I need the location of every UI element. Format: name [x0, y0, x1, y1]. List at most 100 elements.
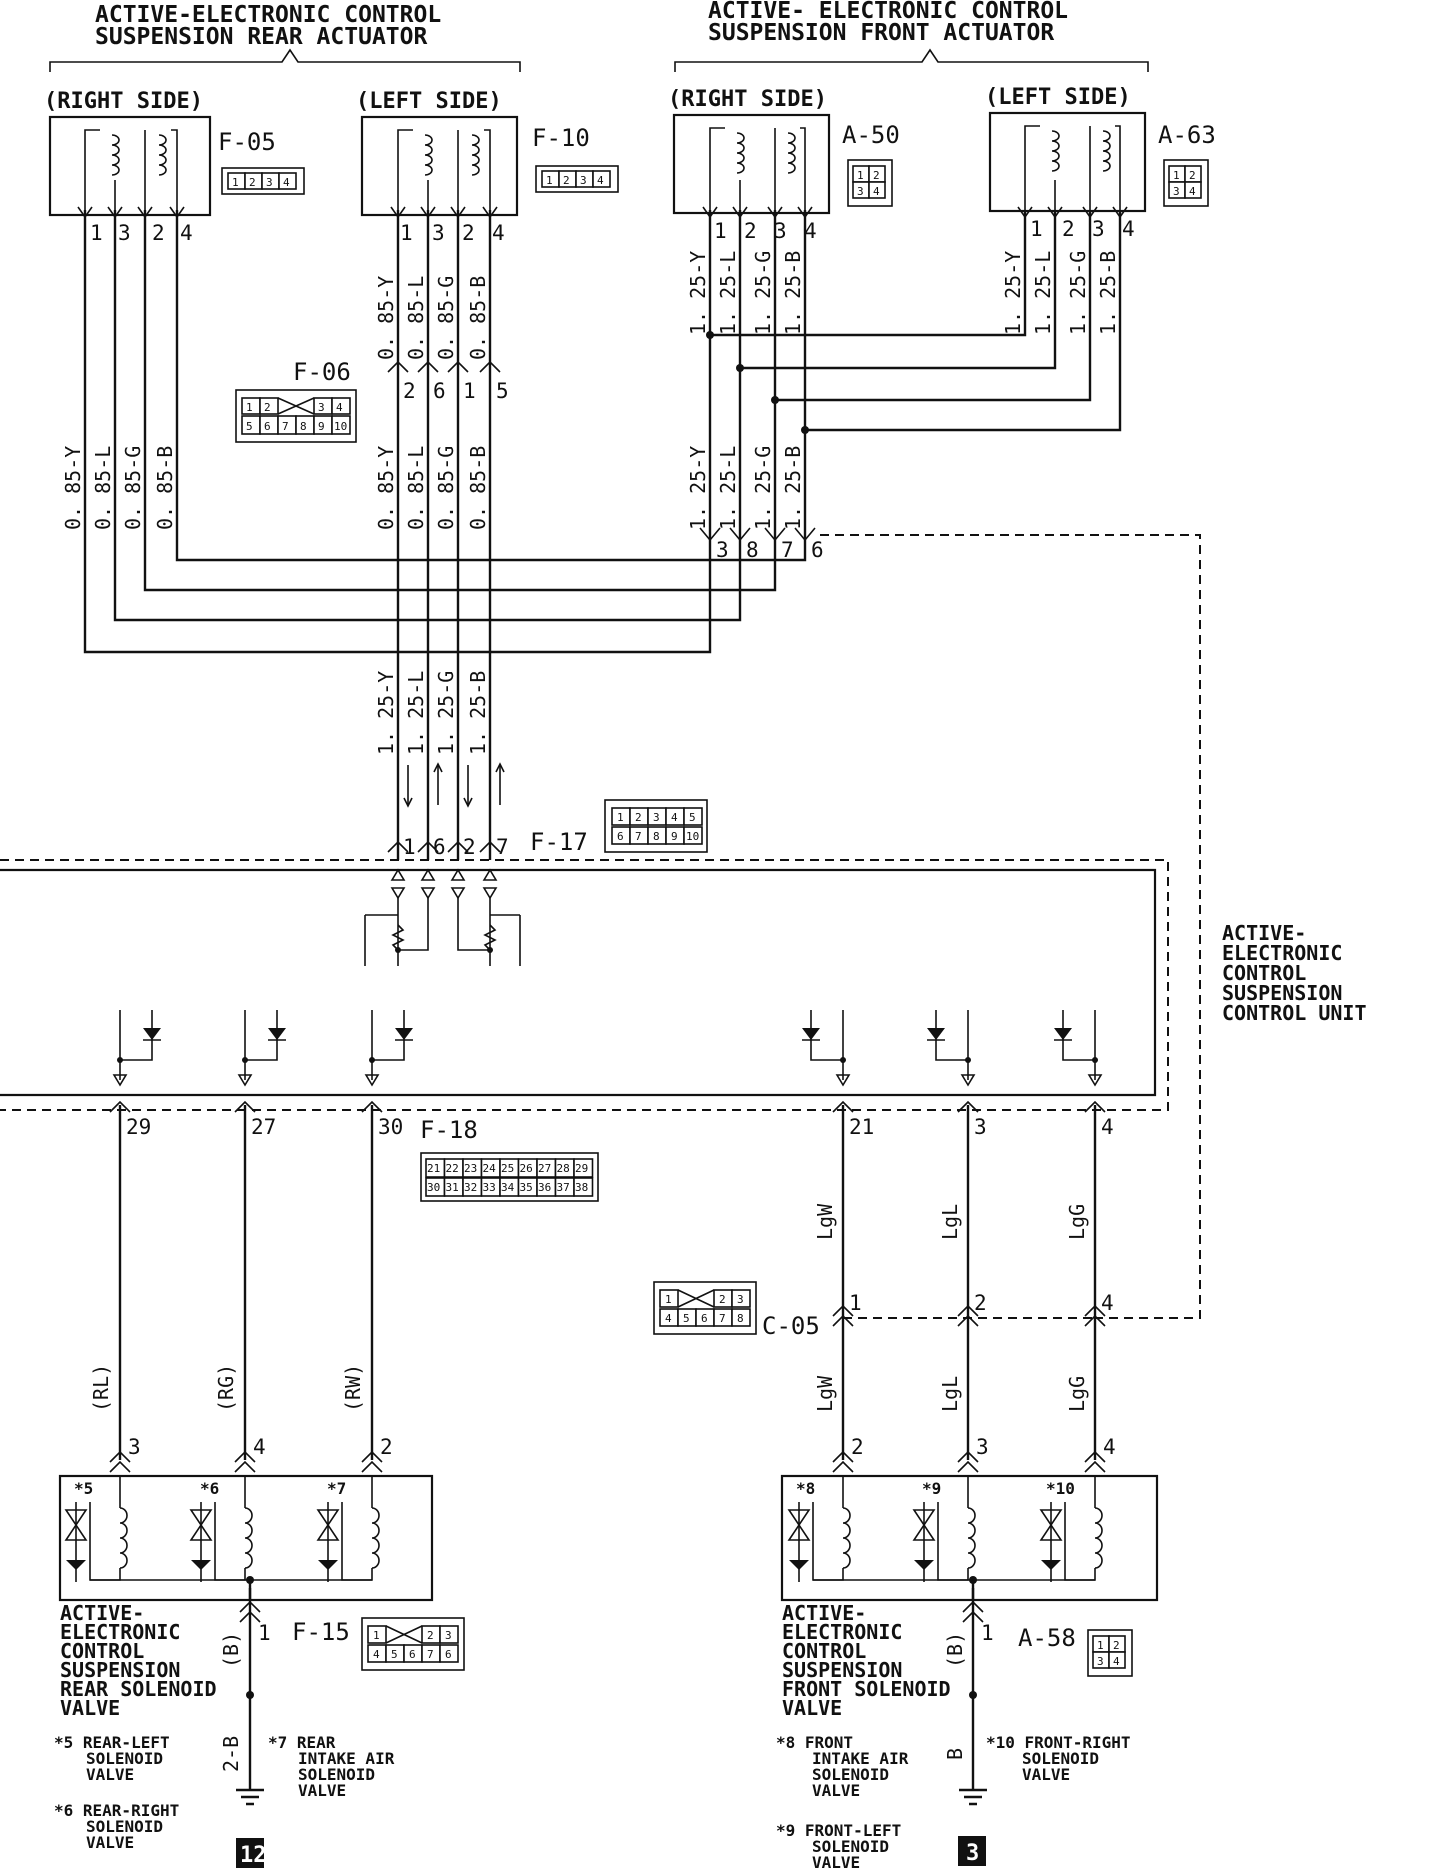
coil-lead	[1024, 125, 1040, 210]
face-cell: 6	[445, 1648, 452, 1661]
coil-lead	[709, 127, 725, 210]
f17-arrows	[407, 765, 501, 805]
connector-face-icon: 1 2 3 4 5 6 7 8 9 10	[604, 799, 708, 853]
junction-dot	[117, 1057, 123, 1063]
wire-label: 1. 25-G	[434, 671, 458, 755]
valve-pin-marks	[109, 1450, 383, 1473]
wire-label: 0. 85-B	[466, 276, 490, 360]
valve-note: VALVE	[86, 1765, 134, 1784]
valve-box	[58, 1474, 434, 1602]
coil-icon	[1102, 130, 1111, 172]
ground-number: 3	[966, 1841, 979, 1866]
coil-icon	[787, 132, 796, 174]
pin-label: 3	[128, 1435, 141, 1459]
coil-icon	[1094, 1507, 1103, 1569]
input-terminal	[390, 887, 406, 900]
control-unit-label: CONTROL	[1222, 961, 1306, 985]
wire-label: 0. 85-L	[404, 276, 428, 360]
face-cell: 2	[264, 401, 271, 414]
coil-icon	[736, 132, 745, 174]
sensor-circuit	[457, 898, 490, 951]
wire-label: 0. 85-Y	[61, 446, 85, 530]
pin-label: 1	[90, 221, 103, 245]
output-terminal	[1087, 1074, 1103, 1087]
wire-label: 1. 25-L	[1031, 251, 1055, 335]
a58-pin-mark	[962, 1600, 984, 1623]
wire-label: (RW)	[341, 1364, 365, 1412]
face-cell-label: 32	[464, 1181, 477, 1194]
pin-label: 4	[1101, 1115, 1114, 1139]
wire-label: 0. 85-Y	[374, 446, 398, 530]
rear-actuator-title: ACTIVE-ELECTRONIC CONTROL SUSPENSION REA…	[49, 2, 521, 72]
valve-mark: *6	[200, 1479, 219, 1498]
pin-label: 2	[974, 1291, 987, 1315]
driver-circuit	[810, 1010, 843, 1061]
pin-label: 4	[253, 1435, 266, 1459]
valve-icon	[1039, 1509, 1063, 1541]
valve-note: VALVE	[86, 1833, 134, 1852]
wire-label: 1. 25-B	[781, 446, 805, 530]
wire-label: 1. 25-Y	[686, 251, 710, 335]
wire-label: 1. 25-B	[781, 251, 805, 335]
diode-icon	[268, 1028, 286, 1040]
connector-face-icon: 1 2 3 4	[847, 159, 893, 207]
wire-label: LgL	[938, 1376, 962, 1412]
coil-lead	[1115, 125, 1121, 210]
face-cell: 7	[635, 830, 642, 843]
face-cell-label: 28	[557, 1162, 570, 1175]
valve-mark: *8	[796, 1479, 815, 1498]
valve-note: SOLENOID	[86, 1817, 163, 1836]
side-label: (RIGHT SIDE)	[668, 87, 827, 112]
pin-label: 2	[403, 379, 416, 403]
wire-label: (RL)	[89, 1364, 113, 1412]
control-unit-internals	[112, 868, 1103, 1087]
coil-icon	[371, 1507, 380, 1569]
coil-icon	[244, 1507, 253, 1569]
wire-label: (B)	[219, 1632, 243, 1668]
pin-label: 2	[744, 219, 757, 243]
face-cell: 3	[653, 811, 660, 824]
face-cell: 3	[445, 1629, 452, 1642]
connector-face-icon: 1 2 3 4	[1087, 1629, 1133, 1677]
output-terminal	[960, 1074, 976, 1087]
output-terminal	[237, 1074, 253, 1087]
connector-face-icon: 1 2 3 4 5 6 7 6	[361, 1617, 465, 1671]
face-cell: 6	[264, 420, 271, 433]
face-cell-label: 34	[501, 1181, 515, 1194]
pin-label: 29	[126, 1115, 151, 1139]
connector-label: C-05	[762, 1312, 820, 1340]
junction-dot	[395, 947, 401, 953]
connector-face-icon: 1 2 3 4	[535, 165, 619, 193]
face-cell: 10	[334, 420, 347, 433]
wire-label: 0. 85-Y	[374, 276, 398, 360]
pin-label: 5	[496, 379, 509, 403]
actuator-box	[360, 115, 519, 217]
face-cell: 4	[665, 1312, 672, 1325]
wire-label: 1. 25-Y	[374, 671, 398, 755]
coil-icon	[111, 134, 120, 176]
valve-note: INTAKE AIR	[298, 1749, 395, 1768]
valve-title: SUSPENSION	[782, 1658, 902, 1682]
face-cell: 4	[373, 1648, 380, 1661]
wire-label: 0. 85-G	[121, 446, 145, 530]
rear-left-actuator: (LEFT SIDE) F-10 1 2 3 4 1 3 2 4	[356, 89, 619, 245]
valve-icon	[189, 1509, 213, 1541]
actuator-box	[48, 115, 212, 217]
face-cell: 4	[283, 176, 290, 189]
pin-label: 1	[1030, 217, 1043, 241]
front-right-actuator: (RIGHT SIDE) A-50 1 2 3 4 1 2 3 4	[668, 87, 900, 243]
coil-icon	[158, 134, 167, 176]
valve-icon	[912, 1509, 936, 1541]
coil-lead	[397, 129, 413, 210]
valve-note: *8 FRONT	[776, 1733, 853, 1752]
valve-note: VALVE	[1022, 1765, 1070, 1784]
diode-icon	[802, 1028, 820, 1040]
coil-icon	[967, 1507, 976, 1569]
wire-front-left-l	[740, 210, 1057, 370]
rear-title-line-2: SUSPENSION REAR ACTUATOR	[95, 24, 427, 50]
coil-lead	[84, 129, 100, 210]
face-cell: 5	[689, 811, 696, 824]
valve-box	[780, 1474, 1159, 1602]
sensor-circuit	[489, 898, 521, 966]
